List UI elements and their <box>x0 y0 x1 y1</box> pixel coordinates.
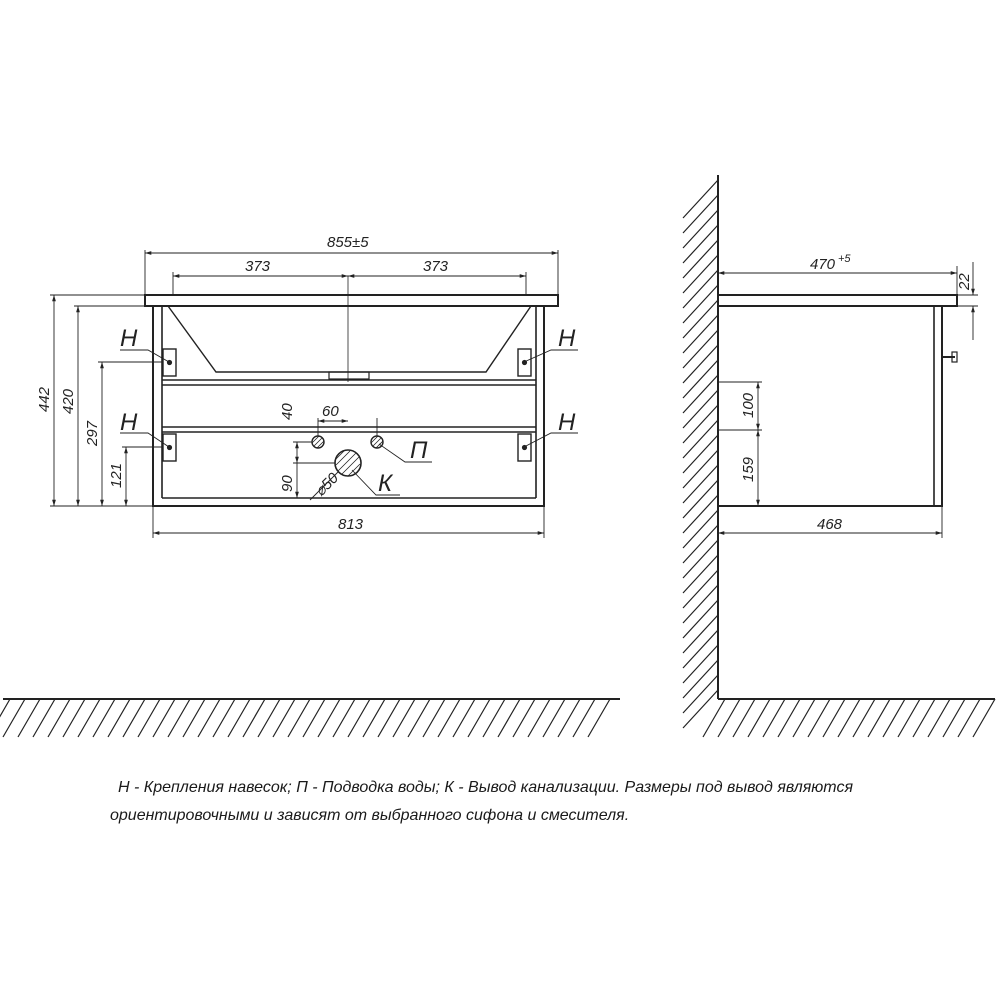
dim-right-offset: 373 <box>423 258 449 275</box>
mount-top-right <box>517 348 532 377</box>
dim-overall-width: 855±5 <box>327 234 369 251</box>
label-mount-bl: Н <box>120 409 138 436</box>
front-cabinet-body <box>152 305 545 507</box>
dim-lower-mount: 121 <box>108 463 125 488</box>
mount-bottom-right <box>517 433 532 462</box>
dim-drain-diameter: ⌀50 <box>312 469 343 500</box>
dim-body-width: 813 <box>338 516 364 533</box>
front-view <box>144 276 559 507</box>
dim-pipe-offset: 40 <box>279 403 296 420</box>
side-dimensions <box>718 262 978 538</box>
floor-hatch <box>0 698 996 738</box>
legend-line-2: ориентировочными и зависят от выбранного… <box>110 807 630 824</box>
basin-profile <box>167 305 532 373</box>
legend-line-1: Н - Крепления навесок; П - Подводка воды… <box>118 779 853 796</box>
front-countertop <box>144 294 559 307</box>
dim-upper-mount: 297 <box>84 420 101 447</box>
dim-drawer-bottom: 159 <box>740 456 757 482</box>
side-view <box>717 294 958 507</box>
dim-top-depth-tol: +5 <box>838 253 851 265</box>
front-dimensions <box>50 250 578 538</box>
side-cabinet-body <box>717 305 943 507</box>
dim-drawer-gap: 100 <box>740 392 757 418</box>
dim-top-depth: 470 <box>810 256 836 273</box>
dim-top-thickness: 22 <box>956 273 973 291</box>
label-water: П <box>410 437 428 464</box>
label-mount-tl: Н <box>120 325 138 352</box>
dim-drain-height: 90 <box>279 475 296 492</box>
label-drain: К <box>378 470 394 497</box>
dim-body-height: 420 <box>60 388 77 414</box>
mount-top-left <box>162 348 177 377</box>
dim-pipe-spacing: 60 <box>322 403 339 420</box>
dim-total-height: 442 <box>36 386 53 412</box>
drain-outlet <box>334 449 362 477</box>
label-mount-tr: Н <box>558 325 576 352</box>
dim-body-depth: 468 <box>817 516 843 533</box>
side-countertop <box>717 294 958 307</box>
mount-bottom-left <box>162 433 177 462</box>
wall-hatch <box>682 175 719 729</box>
dim-left-offset: 373 <box>245 258 271 275</box>
label-mount-br: Н <box>558 409 576 436</box>
